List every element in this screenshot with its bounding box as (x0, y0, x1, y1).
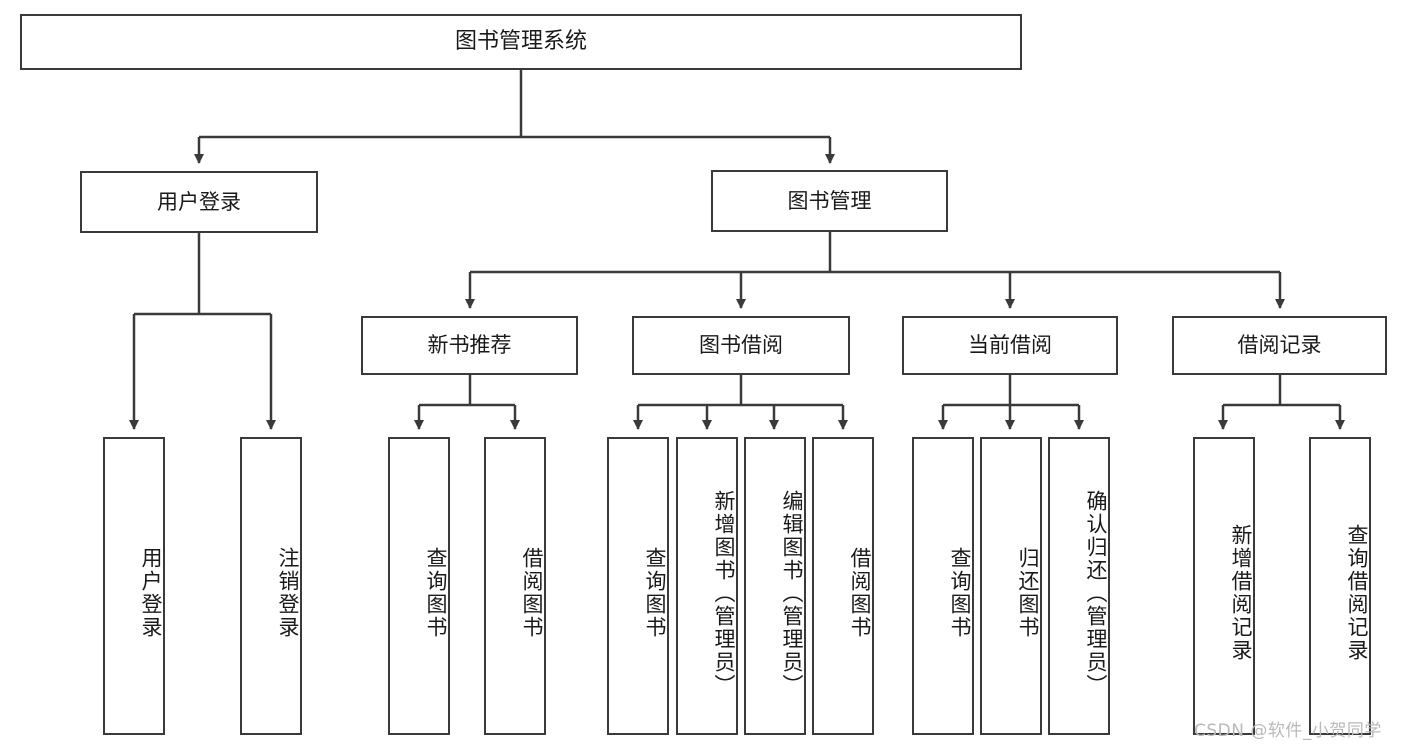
node-current-borrow[interactable]: 当前借阅 (902, 316, 1118, 375)
node-root[interactable]: 图书管理系统 (20, 14, 1022, 70)
node-leaf-label: 查询图书 (424, 547, 448, 639)
node-new-book-recommend[interactable]: 新书推荐 (361, 316, 578, 375)
node-leaf-label: 注销登录 (276, 547, 300, 639)
node-leaf-label: 用户登录 (139, 547, 163, 639)
node-leaf-label: 确认归还（管理员） (1084, 489, 1108, 697)
node-book-management[interactable]: 图书管理 (711, 170, 948, 232)
node-new-book-recommend-label: 新书推荐 (427, 333, 512, 358)
node-leaf-label: 编辑图书（管理员） (780, 489, 804, 697)
node-leaf-user-login-login[interactable]: 用户登录 (103, 437, 165, 735)
node-leaf-label: 新增借阅记录 (1229, 524, 1253, 662)
node-leaf-newbook-query[interactable]: 查询图书 (388, 437, 450, 735)
node-user-login[interactable]: 用户登录 (80, 171, 318, 233)
node-book-management-label: 图书管理 (787, 188, 872, 213)
node-leaf-label: 借阅图书 (848, 547, 872, 639)
node-leaf-label: 查询图书 (643, 547, 667, 639)
node-leaf-label: 借阅图书 (520, 547, 544, 639)
node-borrow-record-label: 借阅记录 (1237, 333, 1322, 358)
node-current-borrow-label: 当前借阅 (968, 333, 1052, 358)
node-book-borrow[interactable]: 图书借阅 (632, 316, 850, 375)
node-user-login-label: 用户登录 (157, 189, 241, 214)
node-leaf-newbook-borrow[interactable]: 借阅图书 (484, 437, 546, 735)
node-leaf-bookborrow-query[interactable]: 查询图书 (607, 437, 669, 735)
node-leaf-label: 新增图书（管理员） (712, 489, 736, 697)
node-book-borrow-label: 图书借阅 (699, 333, 783, 358)
node-leaf-label: 查询图书 (948, 547, 972, 639)
node-leaf-bookborrow-edit[interactable]: 编辑图书（管理员） (744, 437, 806, 735)
node-leaf-label: 归还图书 (1016, 547, 1040, 639)
node-leaf-bookborrow-borrow[interactable]: 借阅图书 (812, 437, 874, 735)
node-leaf-user-login-logout[interactable]: 注销登录 (240, 437, 302, 735)
node-leaf-label: 查询借阅记录 (1345, 524, 1369, 662)
node-leaf-borrowrecord-add[interactable]: 新增借阅记录 (1193, 437, 1255, 735)
node-leaf-bookborrow-add[interactable]: 新增图书（管理员） (676, 437, 738, 735)
node-leaf-currentborrow-confirm[interactable]: 确认归还（管理员） (1048, 437, 1110, 735)
node-borrow-record[interactable]: 借阅记录 (1172, 316, 1387, 375)
node-leaf-currentborrow-return[interactable]: 归还图书 (980, 437, 1042, 735)
node-leaf-borrowrecord-query[interactable]: 查询借阅记录 (1309, 437, 1371, 735)
watermark: CSDN @软件_小贺同学 (1194, 721, 1382, 741)
node-root-label: 图书管理系统 (454, 29, 587, 55)
node-leaf-currentborrow-query[interactable]: 查询图书 (912, 437, 974, 735)
